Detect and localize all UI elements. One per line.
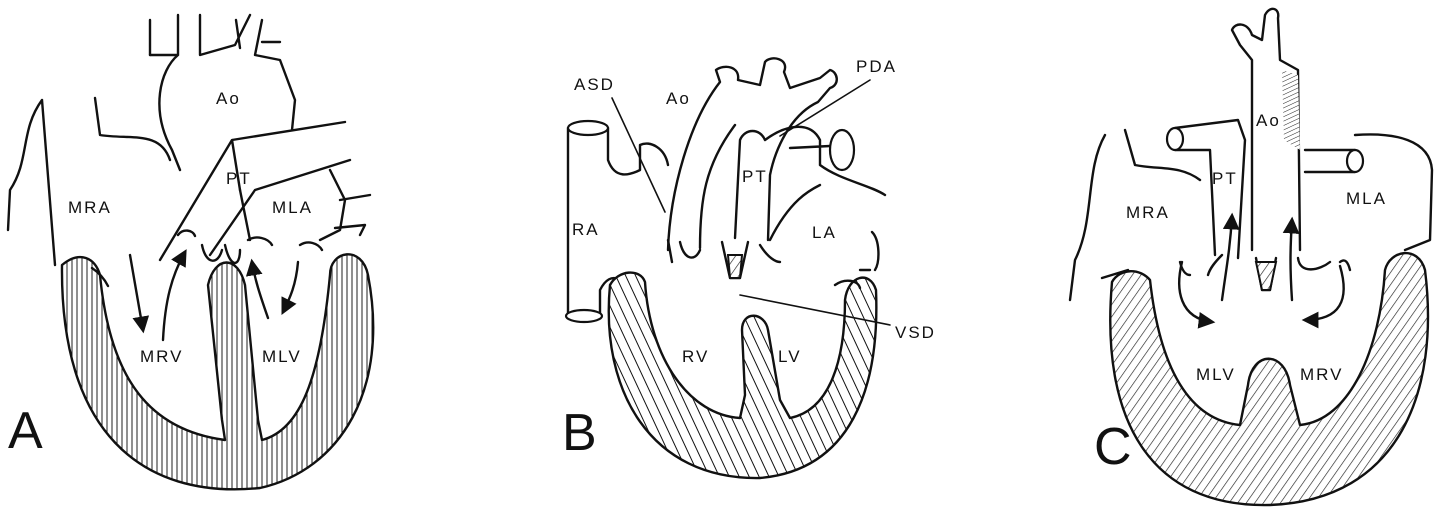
- label-a-pt: PT: [226, 169, 252, 188]
- aorta-outline: [668, 58, 837, 250]
- pointer-line-pda: [780, 80, 870, 136]
- flow-arrow-mrv-to-ao: [1291, 220, 1293, 300]
- label-c-mla: MLA: [1346, 189, 1387, 208]
- label-c-mrv: MRV: [1300, 365, 1343, 384]
- label-a-mla: MLA: [272, 198, 313, 217]
- label-b-ao: Ao: [666, 89, 691, 108]
- flow-arrow-mlv-to-ao: [252, 262, 268, 318]
- panel-b: ASD Ao PDA PT RA LA RV LV VSD B: [562, 57, 936, 478]
- label-b-rv: RV: [682, 347, 709, 366]
- label-a-mrv: MRV: [140, 347, 183, 366]
- label-b-ra: RA: [572, 220, 600, 239]
- pulmonary-valve-shaded: [728, 255, 742, 278]
- label-b-vsd: VSD: [895, 323, 936, 342]
- panel-letter-b: B: [562, 404, 597, 462]
- label-b-asd: ASD: [574, 75, 615, 94]
- label-c-mlv: MLV: [1196, 365, 1236, 384]
- septal-valve-shaded: [1256, 262, 1276, 290]
- label-a-mlv: MLV: [262, 347, 302, 366]
- pulmonary-artery-right-end: [1347, 150, 1363, 172]
- flow-arrow-mra-to-mrv: [130, 255, 143, 330]
- flow-arrow-mla-to-mrv: [1305, 266, 1344, 320]
- flow-arrow-mrv-to-pt: [163, 252, 185, 340]
- label-b-la: LA: [812, 223, 837, 242]
- label-c-pt: PT: [1212, 169, 1238, 188]
- label-c-ao: Ao: [1256, 111, 1281, 130]
- panel-letter-c: C: [1094, 418, 1132, 476]
- label-c-mra: MRA: [1126, 203, 1170, 222]
- flow-arrow-mla-to-mlv: [283, 262, 298, 312]
- valve-leaflets-b: [668, 240, 860, 288]
- ventricular-wall: [62, 254, 373, 489]
- label-b-lv: LV: [778, 347, 802, 366]
- label-a-mra: MRA: [68, 198, 112, 217]
- superior-vena-cava: [568, 121, 608, 135]
- panel-c: Ao PT MRA MLA MLV MRV C: [1070, 9, 1432, 505]
- ventricular-wall: [609, 273, 877, 478]
- pointer-line-asd: [612, 98, 665, 212]
- label-b-pda: PDA: [856, 57, 897, 76]
- panel-a: Ao PT MRA MLA MRV MLV A: [8, 15, 373, 489]
- aorta-hatched-wall: [1282, 70, 1300, 150]
- pulmonary-trunk-outline: [1175, 120, 1245, 258]
- right-atrium-outline: [8, 98, 170, 265]
- pulmonary-artery-branch: [830, 130, 854, 170]
- panel-letter-a: A: [8, 402, 43, 460]
- label-a-ao: Ao: [216, 89, 241, 108]
- label-b-pt: PT: [742, 167, 768, 186]
- pulmonary-artery-left: [1167, 128, 1183, 150]
- valve-leaflets-a: [92, 231, 322, 286]
- inferior-vena-cava: [566, 310, 602, 322]
- flow-arrow-mlv-to-pt: [1222, 216, 1232, 300]
